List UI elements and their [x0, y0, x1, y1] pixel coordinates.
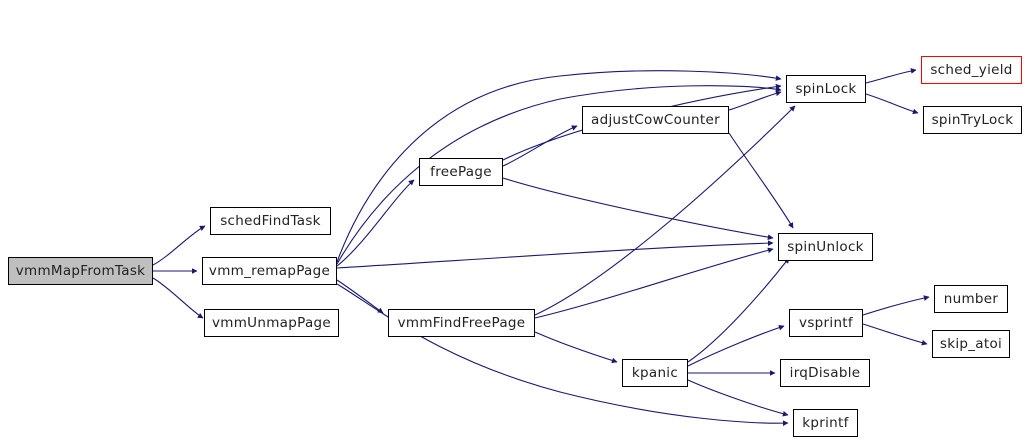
graph-edge-vmmMapFromTask-to-vmmUnmapPage — [152, 277, 204, 319]
graph-node-vsprintf[interactable]: vsprintf — [789, 309, 863, 337]
graph-node-sched_yield[interactable]: sched_yield — [921, 56, 1022, 84]
graph-node-vmmFindFreePage[interactable]: vmmFindFreePage — [388, 309, 535, 337]
graph-node-label: schedFindTask — [220, 213, 321, 229]
graph-node-label: vmmFindFreePage — [397, 315, 526, 331]
graph-node-label: freePage — [430, 164, 492, 180]
graph-edge-adjustCowCounter-to-spinUnlock — [728, 132, 794, 229]
graph-node-label: kpanic — [631, 365, 679, 381]
graph-edge-vmm_remapPage-to-kprintf — [336, 283, 789, 427]
graph-node-label: spinLock — [795, 81, 857, 97]
graph-node-label: adjustCowCounter — [591, 112, 720, 128]
graph-node-kpanic[interactable]: kpanic — [622, 359, 688, 387]
graph-node-label: vsprintf — [799, 315, 853, 331]
graph-node-vmm_remapPage[interactable]: vmm_remapPage — [202, 257, 337, 285]
graph-node-skip_atoi[interactable]: skip_atoi — [932, 330, 1010, 358]
graph-edge-vmm_remapPage-to-freePage — [336, 179, 415, 267]
graph-edge-kpanic-to-spinUnlock — [687, 257, 790, 363]
graph-edge-vmm_remapPage-to-spinUnlock — [336, 240, 774, 269]
graph-node-label: kprintf — [802, 415, 849, 431]
graph-edge-vsprintf-to-number — [862, 295, 930, 316]
graph-node-schedFindTask[interactable]: schedFindTask — [210, 207, 331, 235]
graph-node-irqDisable[interactable]: irqDisable — [780, 359, 870, 387]
graph-edge-vmm_remapPage-to-spinLock — [336, 85, 782, 265]
graph-node-freePage[interactable]: freePage — [419, 158, 503, 186]
graph-edge-adjustCowCounter-to-spinLock — [728, 90, 782, 111]
graph-node-label: spinTryLock — [931, 112, 1014, 128]
graph-node-label: sched_yield — [930, 62, 1013, 78]
graph-node-vmmMapFromTask[interactable]: vmmMapFromTask — [8, 257, 153, 285]
graph-edge-kpanic-to-vsprintf — [687, 324, 785, 367]
graph-node-kprintf[interactable]: kprintf — [793, 409, 858, 437]
graph-edge-freePage-to-adjustCowCounter — [502, 125, 578, 167]
graph-edge-vmm_remapPage-to-vmmFindFreePage — [336, 279, 384, 314]
graph-node-label: spinUnlock — [787, 239, 864, 255]
graph-edge-vsprintf-to-skip_atoi — [862, 323, 928, 346]
graph-edge-freePage-to-spinUnlock — [502, 177, 774, 240]
graph-node-label: vmm_remapPage — [208, 263, 331, 279]
graph-node-label: number — [943, 291, 999, 307]
graph-edge-vmmFindFreePage-to-kpanic — [534, 331, 618, 364]
graph-node-label: vmmMapFromTask — [15, 263, 146, 279]
graph-edge-spinLock-to-spinTryLock — [865, 93, 919, 115]
graph-node-label: skip_atoi — [939, 336, 1003, 352]
graph-edge-kpanic-to-kprintf — [687, 379, 789, 417]
graph-node-label: vmmUnmapPage — [211, 315, 331, 331]
graph-edge-vmmFindFreePage-to-spinLock — [534, 105, 796, 316]
graph-node-adjustCowCounter[interactable]: adjustCowCounter — [582, 106, 729, 134]
graph-node-label: irqDisable — [789, 365, 861, 381]
graph-node-spinUnlock[interactable]: spinUnlock — [778, 233, 873, 261]
graph-node-vmmUnmapPage[interactable]: vmmUnmapPage — [204, 309, 339, 337]
graph-edge-spinLock-to-sched_yield — [865, 68, 917, 84]
graph-node-spinLock[interactable]: spinLock — [786, 75, 866, 103]
graph-edge-vmmMapFromTask-to-schedFindTask — [152, 225, 206, 266]
graph-edge-vmmFindFreePage-to-spinUnlock — [534, 247, 774, 319]
graph-node-number[interactable]: number — [934, 285, 1008, 313]
graph-edge-vmm_remapPage-to-spinLock — [336, 70, 782, 263]
edge-paths — [152, 68, 930, 427]
graph-node-spinTryLock[interactable]: spinTryLock — [923, 106, 1022, 134]
